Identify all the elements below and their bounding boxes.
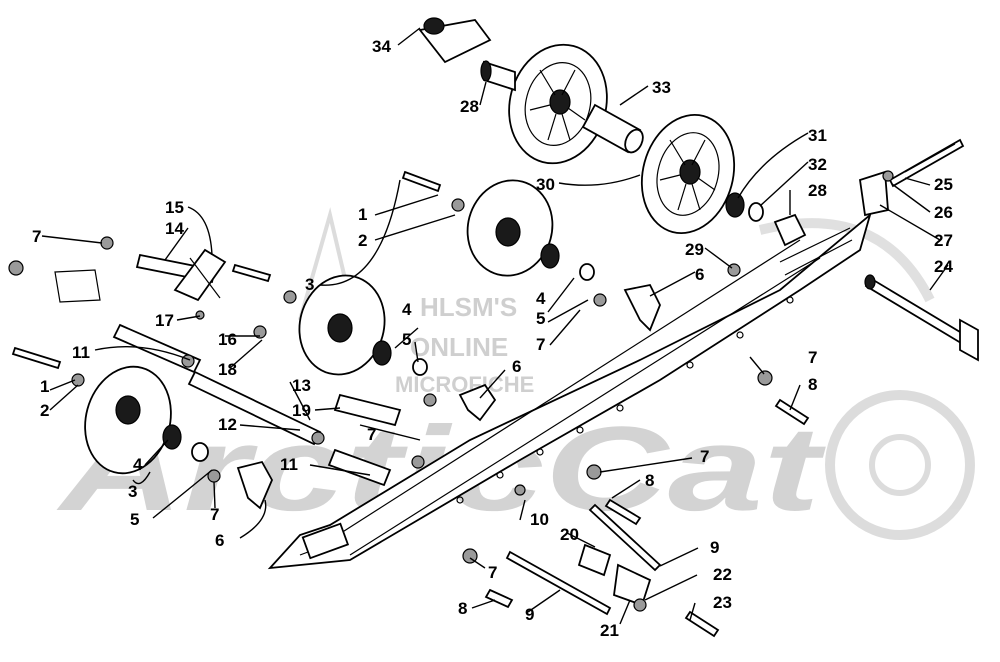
callout-17: 17 [155, 311, 174, 330]
idler-wheel-lower [84, 365, 172, 475]
callout-7: 7 [210, 505, 219, 524]
shaft-24 [864, 274, 979, 362]
callout-7: 7 [367, 425, 376, 444]
idler-wheel-upper-right [640, 113, 736, 235]
callout-30: 30 [536, 175, 555, 194]
callout-18: 18 [218, 360, 237, 379]
callout-7: 7 [32, 227, 41, 246]
callout-9: 9 [710, 538, 719, 557]
callout-23: 23 [713, 593, 732, 612]
bearing-31 [725, 192, 764, 222]
callout-26: 26 [934, 203, 953, 222]
callout-29: 29 [685, 240, 704, 259]
callout-33: 33 [652, 78, 671, 97]
callout-6: 6 [512, 357, 521, 376]
callout-6: 6 [695, 265, 704, 284]
callout-4: 4 [536, 289, 546, 308]
callout-7: 7 [808, 348, 817, 367]
callout-31: 31 [808, 126, 827, 145]
callout-28: 28 [460, 97, 479, 116]
suspension-rail [267, 212, 872, 570]
callout-15: 15 [165, 198, 184, 217]
callout-7: 7 [700, 447, 709, 466]
idler-wheel-upper-left [508, 43, 608, 165]
callout-1: 1 [358, 205, 367, 224]
callout-13: 13 [292, 376, 311, 395]
callout-8: 8 [645, 471, 654, 490]
callout-19: 19 [292, 401, 311, 420]
bolts [11, 170, 810, 638]
rail-brackets [236, 283, 661, 510]
callout-6: 6 [215, 531, 224, 550]
watermark-wheel-icon [825, 390, 975, 540]
callout-2: 2 [358, 231, 367, 250]
bracket-29 [773, 213, 807, 247]
nuts [8, 170, 894, 612]
callout-5: 5 [536, 309, 545, 328]
idler-wheel-mid-rear [466, 179, 554, 277]
watermark-line-2: ONLINE [410, 332, 508, 362]
callout-2: 2 [40, 401, 49, 420]
callout-5: 5 [402, 330, 411, 349]
callout-25: 25 [934, 175, 953, 194]
callout-3: 3 [305, 275, 314, 294]
wheel-hub-28 [480, 60, 516, 92]
leader-lines [41, 27, 949, 625]
callout-34: 34 [372, 37, 391, 56]
idler-wheel-mid-front [298, 274, 386, 376]
callout-21: 21 [600, 621, 619, 640]
callout-24: 24 [934, 257, 953, 276]
callout-4: 4 [402, 300, 412, 319]
callout-22: 22 [713, 565, 732, 584]
cross-shafts [112, 253, 652, 607]
callout-7: 7 [488, 563, 497, 582]
callout-32: 32 [808, 155, 827, 174]
callout-1: 1 [40, 377, 49, 396]
bearing-cap-34 [418, 17, 492, 64]
callout-5: 5 [130, 510, 139, 529]
pivot-arm [173, 248, 227, 302]
callout-11: 11 [72, 343, 90, 362]
callout-8: 8 [458, 599, 467, 618]
callout-4: 4 [133, 455, 143, 474]
watermark-text: HLSM'S ONLINE MICROFICHE [395, 292, 534, 397]
callout-labels: 34 33 28 31 32 28 30 25 26 29 27 24 15 1… [32, 37, 953, 640]
callout-8: 8 [808, 375, 817, 394]
callout-14: 14 [165, 219, 184, 238]
watermark-line-1: HLSM'S [420, 292, 517, 322]
wheel-spacer-tube [581, 103, 644, 154]
callout-28: 28 [808, 181, 827, 200]
callout-10: 10 [530, 510, 549, 529]
callout-16: 16 [218, 330, 237, 349]
callout-9: 9 [525, 605, 534, 624]
decal [54, 269, 101, 303]
callout-20: 20 [560, 525, 579, 544]
callout-12: 12 [218, 415, 237, 434]
callout-27: 27 [934, 231, 953, 250]
bearings-and-rings [162, 243, 595, 462]
callout-3: 3 [128, 482, 137, 501]
callout-11: 11 [280, 455, 298, 474]
callout-7: 7 [536, 335, 545, 354]
